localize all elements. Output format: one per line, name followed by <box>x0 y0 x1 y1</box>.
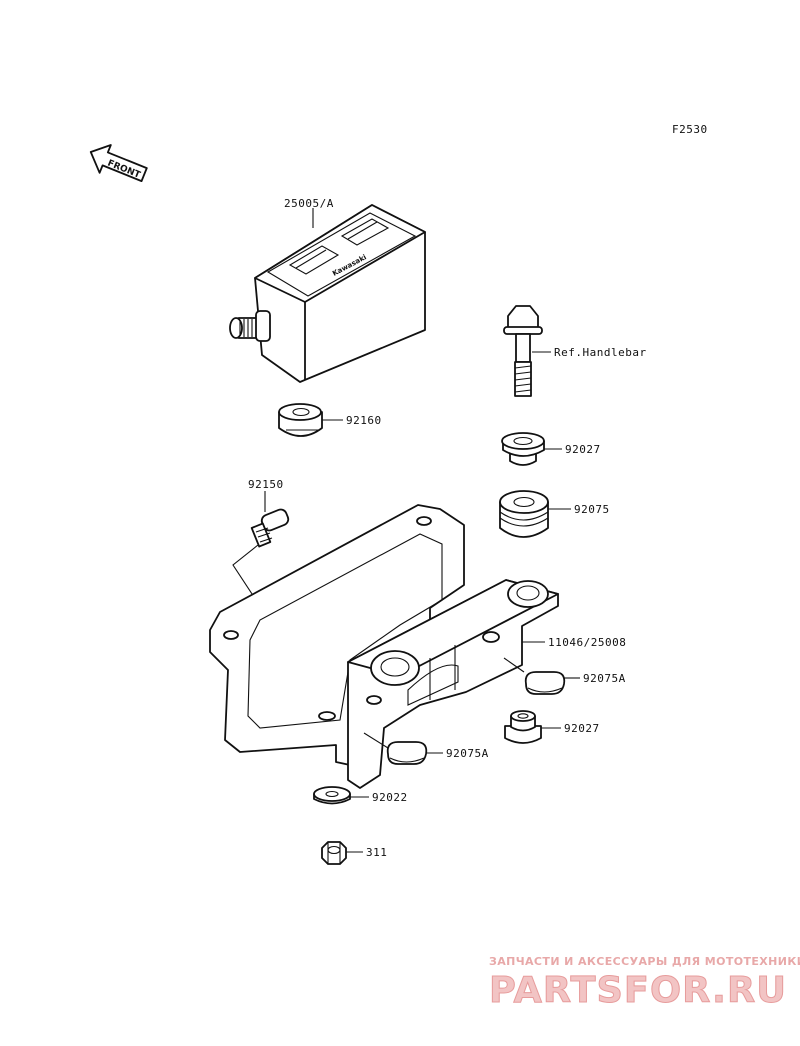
callout-92160: 92160 <box>346 414 382 427</box>
handlebar-bolt <box>503 305 543 397</box>
grommet-92160 <box>278 403 323 437</box>
collar-92027-top <box>501 432 545 466</box>
pad-92075A-right <box>524 671 566 695</box>
nut-311 <box>321 841 347 865</box>
watermark-tagline: ЗАПЧАСТИ И АКСЕССУАРЫ ДЛЯ МОТОТЕХНИКИ <box>489 955 800 968</box>
callout-92022: 92022 <box>372 791 408 804</box>
callout-92075A-right: 92075A <box>583 672 626 685</box>
callout-92027-top: 92027 <box>565 443 601 456</box>
meter-housing: Kawasaki <box>229 204 426 383</box>
washer-92022 <box>313 786 351 805</box>
upper-bracket-11046 <box>347 579 559 789</box>
diagram-code: F2530 <box>672 123 708 136</box>
front-arrow-icon: FRONT <box>89 144 148 183</box>
callout-92027-bottom: 92027 <box>564 722 600 735</box>
callout-311: 311 <box>366 846 387 859</box>
callout-92150: 92150 <box>248 478 284 491</box>
callout-92075A-left: 92075A <box>446 747 489 760</box>
callout-92075: 92075 <box>574 503 610 516</box>
callout-25005: 25005/A <box>284 197 334 210</box>
pad-92075A-left <box>386 741 428 765</box>
damper-92075 <box>499 490 549 538</box>
callout-11046: 11046/25008 <box>548 636 626 649</box>
callout-ref-handlebar: Ref.Handlebar <box>554 346 647 359</box>
screw-92150 <box>250 508 290 548</box>
watermark-logo: PARTSFOR.RU <box>489 970 787 1011</box>
collar-92027-bottom <box>504 710 542 744</box>
